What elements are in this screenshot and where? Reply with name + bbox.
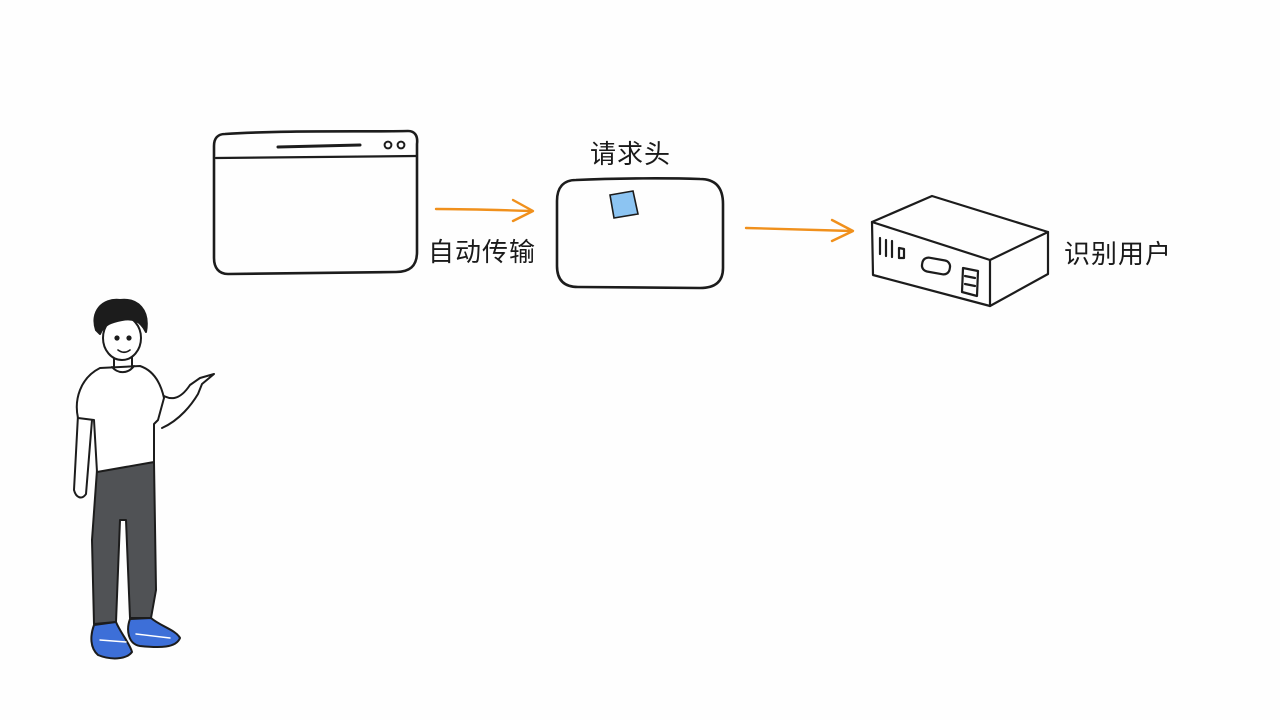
- person-figure: [73, 298, 215, 660]
- server-icon: [870, 194, 1050, 308]
- header-chip: [609, 190, 639, 219]
- identify-user-label: 识别用户: [1064, 240, 1173, 270]
- request-box-icon: [555, 177, 725, 290]
- pants: [91, 461, 157, 625]
- arrow-browser-to-header: [434, 198, 535, 223]
- request-header-label: 请求头: [590, 140, 672, 170]
- t-shirt: [75, 365, 165, 473]
- right-shoe: [127, 617, 181, 648]
- left-shoe: [90, 621, 133, 660]
- browser-window-icon: [212, 129, 419, 276]
- arrow-header-to-server: [744, 218, 855, 243]
- auto-transfer-label: 自动传输: [428, 238, 537, 268]
